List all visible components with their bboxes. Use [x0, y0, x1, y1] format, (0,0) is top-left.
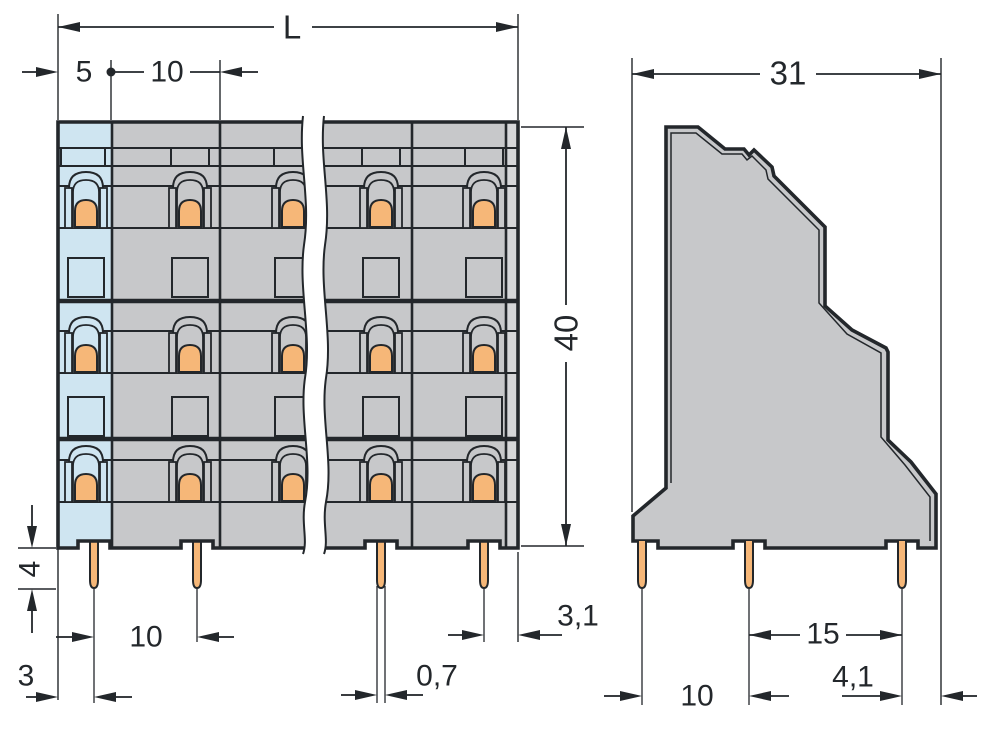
dim-label-side-spacing-rear: 15	[806, 618, 839, 651]
dim-label-pin-width: 0,7	[416, 660, 458, 693]
dim-label-total-length: L	[283, 9, 301, 46]
solder-pin	[744, 540, 754, 589]
dim-label-side-offset-right: 4,1	[832, 661, 874, 694]
dimension-end-width-and-pitch: 5 10	[22, 56, 258, 120]
dimension-height: 40	[521, 126, 585, 547]
clamp-contact	[168, 171, 212, 229]
solder-pin	[89, 540, 99, 589]
side-profile-inner-line	[670, 132, 931, 541]
dimension-side-pin-spacing-front: 10	[604, 680, 789, 713]
dim-label-height: 40	[548, 315, 585, 352]
clamp-contact	[359, 445, 403, 503]
dimension-total-length: L	[57, 9, 519, 120]
solder-pin	[192, 540, 202, 589]
dimension-annotations: L 5 10 40	[14, 9, 977, 713]
clamp-contact	[462, 316, 506, 374]
clamp-contact	[64, 316, 108, 374]
dimension-depth: 31	[631, 55, 942, 705]
clamp-contact	[168, 316, 212, 374]
dimension-pin-offset-right: 3,1	[448, 552, 599, 642]
dim-label-end-width: 5	[76, 56, 93, 89]
dimension-pin-pitch-front: 10	[56, 589, 234, 703]
dimension-pin-offset-left: 3	[18, 548, 132, 702]
front-housing-outline	[56, 120, 520, 550]
front-view	[56, 115, 520, 589]
dim-label-pin-pitch: 10	[129, 621, 162, 654]
dim-label-pin-offset-right: 3,1	[557, 600, 599, 633]
clamp-contact	[168, 445, 212, 503]
clamp-contact	[359, 316, 403, 374]
solder-pin	[897, 540, 907, 589]
clamp-contact	[462, 445, 506, 503]
side-profile-body	[631, 125, 938, 550]
clamp-contact	[359, 171, 403, 229]
dim-label-pin-length: 4	[14, 561, 47, 578]
front-top-windows	[60, 147, 504, 167]
dim-label-pole-pitch: 10	[150, 56, 183, 89]
solder-pin	[637, 540, 647, 589]
clamp-contact	[64, 171, 108, 229]
solder-pin	[479, 540, 489, 589]
side-view	[631, 125, 938, 589]
clamp-contact	[64, 445, 108, 503]
dim-label-depth: 31	[770, 55, 807, 92]
dimension-side-pin-offset-right: 4,1	[832, 661, 977, 701]
break-line	[300, 115, 330, 555]
pole-dividers	[110, 122, 508, 548]
clamp-contact	[462, 171, 506, 229]
dim-label-side-spacing-front: 10	[680, 680, 713, 713]
solder-pin	[376, 540, 386, 589]
dim-label-pin-offset-left: 3	[18, 660, 35, 693]
dimension-pin-width: 0,7	[341, 586, 458, 703]
dimension-side-pin-spacing-rear: 15	[641, 589, 903, 705]
dimension-pin-length: 4	[14, 505, 56, 633]
